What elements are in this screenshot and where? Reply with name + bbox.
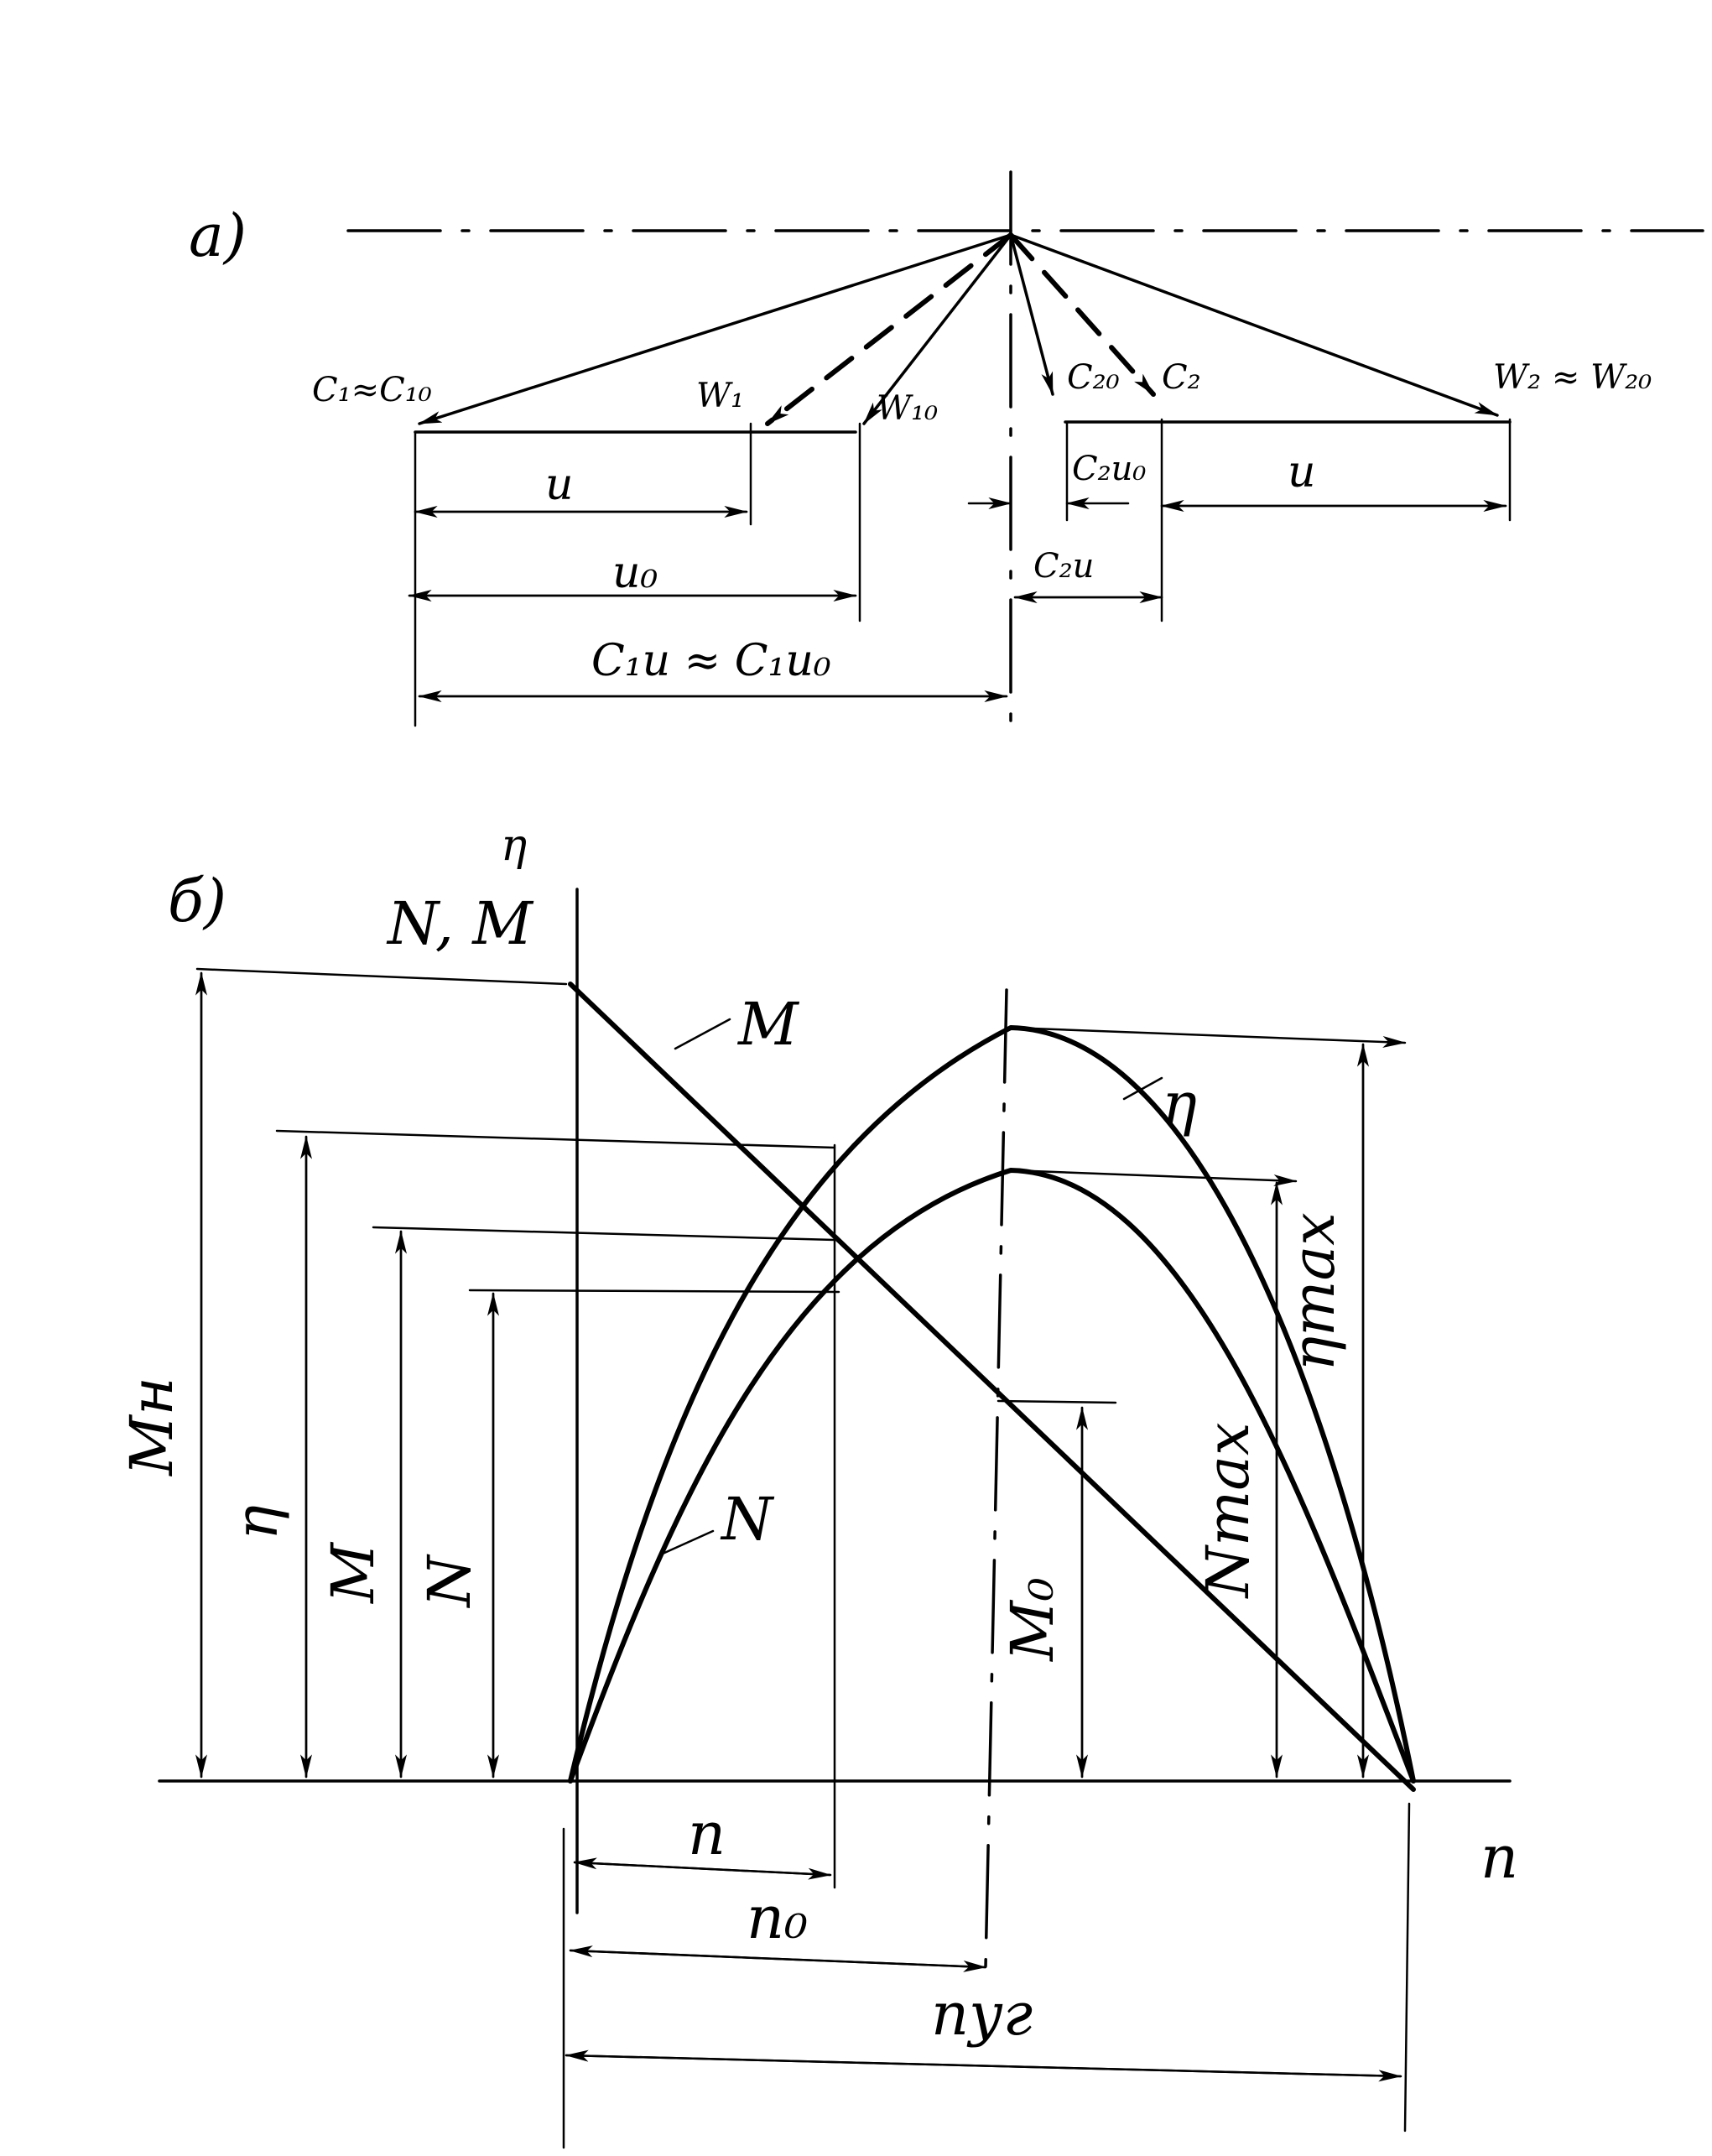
axis-y-eta-label: η [501, 820, 527, 871]
vector-c1 [418, 233, 1012, 425]
m-level-line [372, 1226, 836, 1242]
dim-eta-label: η [222, 1505, 291, 1540]
n0-vertical [984, 988, 1008, 1969]
dim-u-left-label: u [545, 460, 574, 510]
vector-c1-label: C₁≈C₁₀ [312, 371, 432, 409]
dim-m-label: M [319, 1541, 388, 1605]
n-level-line [468, 1289, 840, 1294]
vector-w10-label: W₁₀ [877, 389, 938, 428]
dim-c2u0-label: C₂u₀ [1072, 450, 1146, 488]
dim-nmax-label: Nmax [1194, 1423, 1262, 1600]
vector-w1-label: W₁ [696, 377, 744, 415]
curve-m-label: M [736, 990, 800, 1059]
panel-a: a) u u₀ C₁u ≈ C₁u₀ C₂u₀ [189, 170, 1704, 732]
dim-c2u-label: C₂u [1033, 547, 1094, 586]
dim-mh-label: Mн [117, 1377, 186, 1477]
curve-m [568, 982, 1416, 1792]
curve-m-leader [674, 1018, 731, 1050]
dim-u-right-label: u [1288, 447, 1316, 497]
panel-b-label: б) [168, 867, 226, 935]
vector-w10 [862, 233, 1012, 425]
dim-m0-label: M₀ [998, 1577, 1067, 1663]
dim-u0-label: u₀ [612, 548, 658, 598]
eta-level-line [275, 1129, 836, 1149]
vector-w2 [1009, 233, 1499, 417]
dim-n0-label: n₀ [747, 1883, 808, 1952]
panel-b: б) N, M η n M η N [117, 820, 1518, 2149]
mh-level-line [195, 967, 568, 986]
curve-eta-leader [1122, 1076, 1163, 1101]
axis-x-label: n [1480, 1823, 1518, 1892]
vector-w1 [765, 232, 1013, 426]
m0-level-line [996, 1399, 1117, 1404]
dim-c1u-label: C₁u ≈ C₁u₀ [591, 636, 831, 686]
axis-y-label: N, M [386, 889, 534, 958]
ext-line-nyr [1403, 1802, 1411, 2133]
vector-w2-label: W₂ ≈ W₂₀ [1493, 358, 1652, 397]
curve-n-label: N [720, 1485, 775, 1554]
dim-nyr-label: nуг [931, 1980, 1033, 2049]
dim-n-arrow-b [573, 1861, 832, 1880]
vector-c20 [1009, 233, 1054, 396]
vector-c20-label: C₂₀ [1067, 358, 1120, 397]
dim-n-label: n [688, 1799, 726, 1868]
dim-n0-arrow-b [569, 1949, 987, 1972]
nmax-level-line [1009, 1169, 1298, 1186]
dim-n-vert-label: N [415, 1554, 484, 1609]
curve-n-leader [661, 1529, 715, 1555]
vector-c2-label: C₂ [1162, 358, 1201, 397]
dim-nyr-arrow-b [565, 2054, 1402, 2082]
dim-etamax-label: ηmax [1279, 1212, 1348, 1372]
vector-c2 [1008, 232, 1156, 397]
etamax-level-line [1009, 1026, 1407, 1048]
panel-a-label: a) [189, 201, 247, 270]
curve-eta-label: η [1162, 1070, 1197, 1138]
